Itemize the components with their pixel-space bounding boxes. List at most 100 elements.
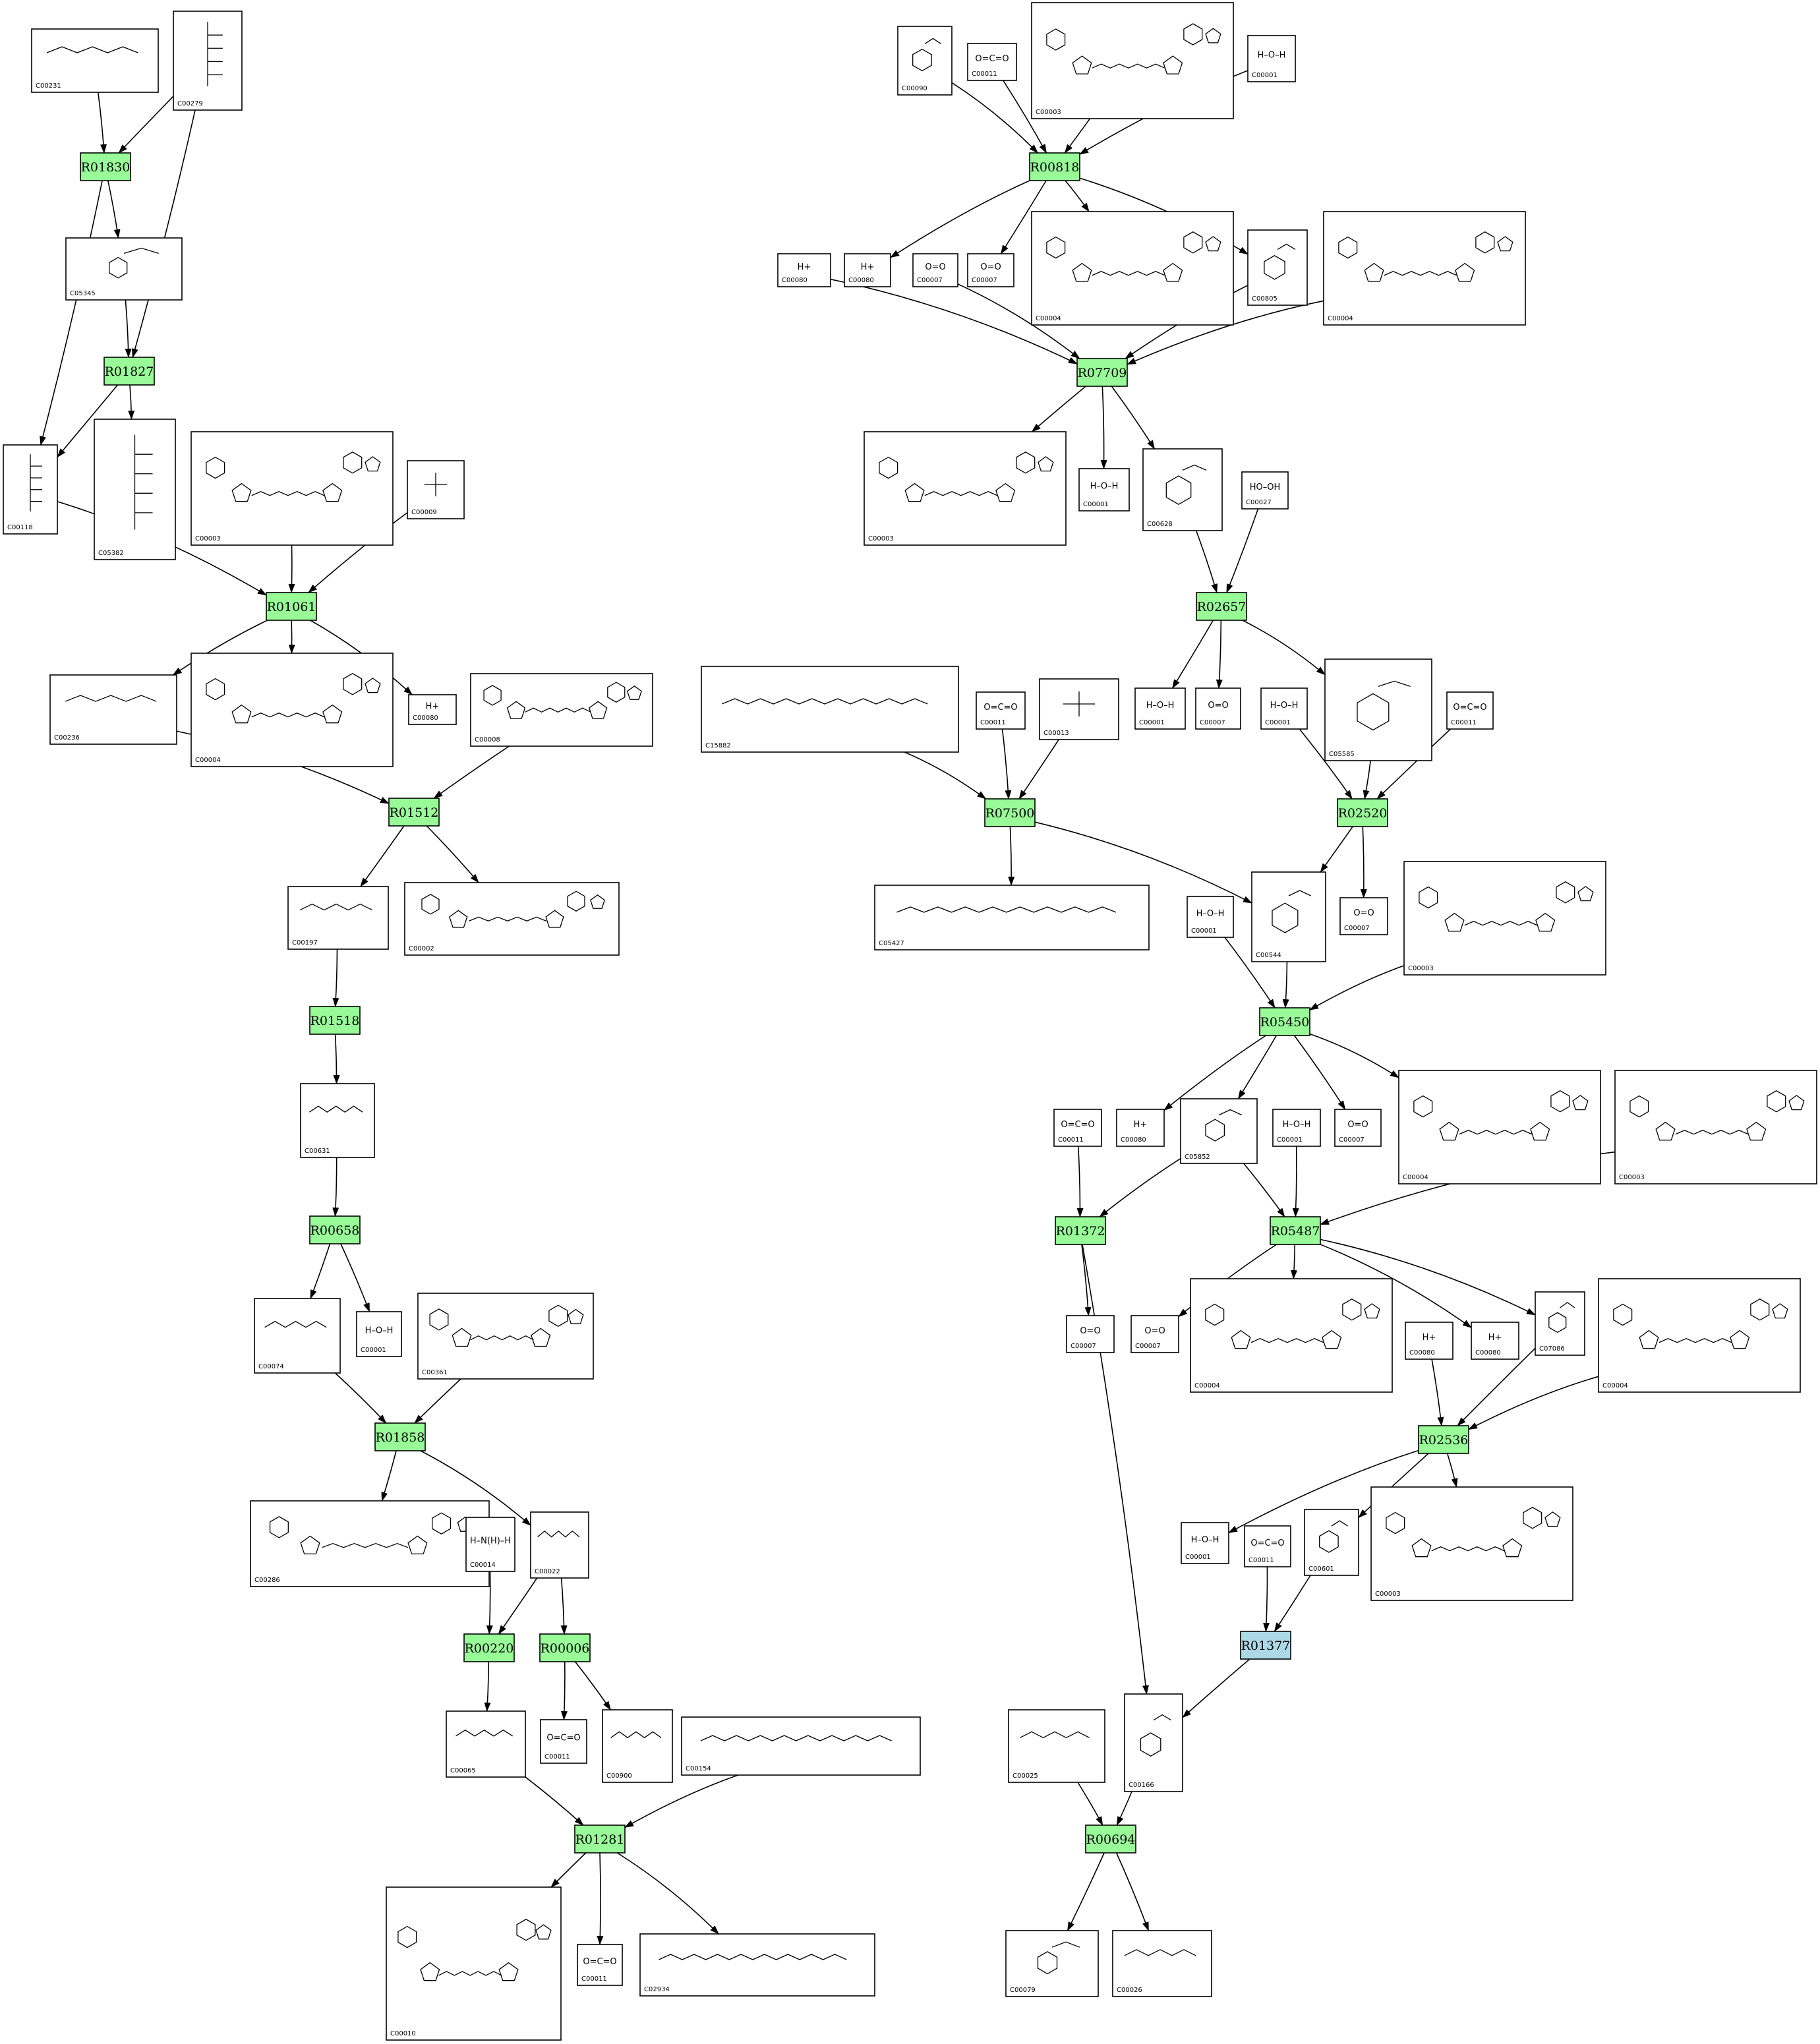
compound-c00080e[interactable]: H+C00080 <box>1405 1322 1453 1360</box>
reaction-r05487[interactable]: R05487 <box>1270 1216 1321 1245</box>
reaction-r01518[interactable]: R01518 <box>309 1006 361 1035</box>
reaction-r07709[interactable]: R07709 <box>1076 358 1128 387</box>
compound-c00631[interactable]: C00631 <box>300 1083 375 1158</box>
reaction-r02536[interactable]: R02536 <box>1418 1425 1469 1454</box>
reaction-r01377[interactable]: R01377 <box>1240 1631 1291 1660</box>
compound-c05345[interactable]: C05345 <box>65 237 183 301</box>
reaction-r00006[interactable]: R00006 <box>539 1633 591 1662</box>
compound-c02934[interactable]: C02934 <box>639 1933 875 1997</box>
compound-c00080c[interactable]: H+C00080 <box>844 253 891 287</box>
compound-c00025[interactable]: C00025 <box>1008 1709 1105 1783</box>
compound-c00013[interactable]: C00013 <box>1039 678 1119 740</box>
compound-c00004a[interactable]: C00004 <box>191 653 394 767</box>
compound-c00065[interactable]: C00065 <box>446 1710 526 1778</box>
compound-c00628[interactable]: C00628 <box>1142 448 1223 531</box>
compound-c00004b[interactable]: C00004 <box>1031 211 1234 326</box>
compound-c00004e[interactable]: C00004 <box>1190 1278 1393 1393</box>
compound-c00003b[interactable]: C00003 <box>1031 2 1234 119</box>
compound-c00279[interactable]: C00279 <box>173 11 243 111</box>
compound-c00008[interactable]: C00008 <box>470 673 653 747</box>
compound-c00805[interactable]: C00805 <box>1247 229 1308 306</box>
compound-c00026[interactable]: C00026 <box>1112 1930 1212 1997</box>
compound-c05585[interactable]: C05585 <box>1324 658 1432 761</box>
compound-c00004c[interactable]: C00004 <box>1323 211 1526 326</box>
reaction-r07500[interactable]: R07500 <box>984 798 1036 827</box>
compound-c00361[interactable]: C00361 <box>417 1293 594 1380</box>
reaction-r00694[interactable]: R00694 <box>1085 1825 1136 1854</box>
compound-c15882[interactable]: C15882 <box>701 666 959 753</box>
compound-c05852[interactable]: C05852 <box>1180 1098 1258 1164</box>
compound-c00010[interactable]: C00010 <box>386 1886 562 2041</box>
reaction-r00658[interactable]: R00658 <box>309 1215 361 1244</box>
reaction-r05450[interactable]: R05450 <box>1259 1007 1310 1036</box>
compound-c00601[interactable]: C00601 <box>1304 1509 1359 1576</box>
reaction-r02520[interactable]: R02520 <box>1337 798 1388 827</box>
compound-c00003d[interactable]: C00003 <box>1403 861 1606 976</box>
compound-c00002[interactable]: C00002 <box>404 882 620 956</box>
compound-c00003a[interactable]: C00003 <box>191 431 394 546</box>
compound-c00003f[interactable]: C00003 <box>1370 1486 1573 1601</box>
compound-c00154[interactable]: C00154 <box>681 1716 921 1776</box>
reaction-r00220[interactable]: R00220 <box>463 1633 515 1662</box>
reaction-r00818[interactable]: R00818 <box>1029 152 1080 181</box>
reaction-r01858[interactable]: R01858 <box>374 1422 426 1451</box>
compound-c00231[interactable]: C00231 <box>31 28 159 93</box>
compound-c00022[interactable]: C00022 <box>530 1511 589 1579</box>
compound-c00080d[interactable]: H+C00080 <box>1116 1109 1165 1147</box>
compound-c00080f[interactable]: H+C00080 <box>1471 1322 1519 1360</box>
compound-c00003e[interactable]: C00003 <box>1614 1070 1817 1184</box>
compound-c05382[interactable]: C05382 <box>94 419 176 560</box>
reaction-r01512[interactable]: R01512 <box>388 798 440 827</box>
compound-c00236[interactable]: C00236 <box>49 674 177 745</box>
compound-c00004f[interactable]: C00004 <box>1598 1278 1801 1393</box>
reaction-r01281[interactable]: R01281 <box>574 1825 626 1854</box>
compound-c00090[interactable]: C00090 <box>897 26 953 96</box>
compound-c00003c[interactable]: C00003 <box>864 431 1067 546</box>
compound-c07086[interactable]: C07086 <box>1535 1291 1585 1356</box>
compound-c00118[interactable]: C00118 <box>3 444 58 535</box>
reaction-r02657[interactable]: R02657 <box>1196 592 1247 621</box>
reaction-id: R00220 <box>465 1641 514 1656</box>
reaction-r01830[interactable]: R01830 <box>80 152 131 181</box>
compound-c00166[interactable]: C00166 <box>1124 1693 1183 1792</box>
compound-c00080b[interactable]: H+C00080 <box>777 253 831 287</box>
compound-c00074[interactable]: C00074 <box>254 1298 341 1374</box>
reaction-r01372[interactable]: R01372 <box>1055 1216 1106 1245</box>
compound-c00080a[interactable]: H+C00080 <box>408 694 457 725</box>
compound-c00900[interactable]: C00900 <box>602 1709 673 1783</box>
compound-c00286[interactable]: C00286 <box>250 1500 490 1587</box>
compound-c05427[interactable]: C05427 <box>874 885 1150 950</box>
compound-c00004d[interactable]: C00004 <box>1398 1070 1601 1184</box>
compound-c00544[interactable]: C00544 <box>1251 871 1326 962</box>
reaction-r01061[interactable]: R01061 <box>266 592 317 621</box>
reaction-r01827[interactable]: R01827 <box>103 357 155 386</box>
compound-formula: H–O–H <box>365 1326 394 1336</box>
compound-c00009a[interactable]: C00009 <box>407 460 465 519</box>
compound-c00079[interactable]: C00079 <box>1005 1930 1099 1997</box>
compound-c00197[interactable]: C00197 <box>287 886 389 950</box>
